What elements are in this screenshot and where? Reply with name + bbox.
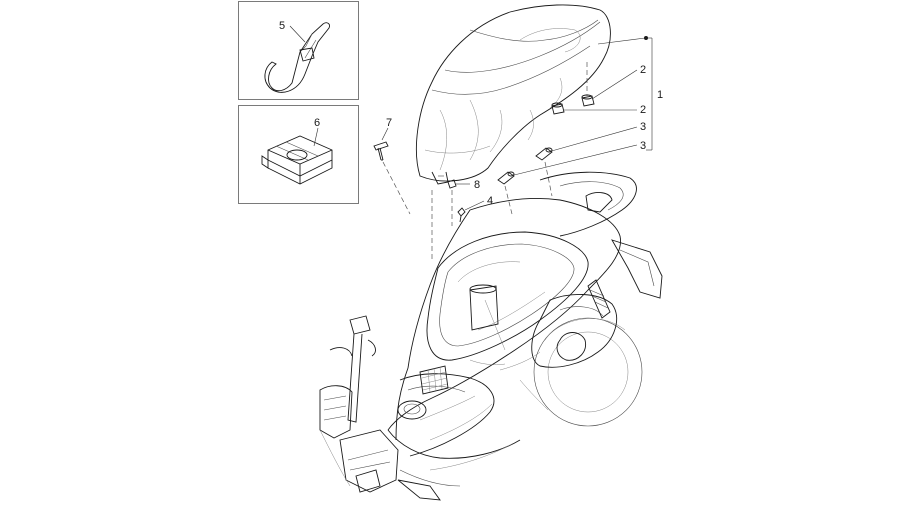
leader-7 [381,127,389,141]
callout-5: 5 [279,20,285,32]
rubber-buffer-lower [551,102,565,115]
nut-part [447,179,457,189]
callout-8: 8 [474,179,480,191]
callout-2a: 2 [640,64,646,76]
spacer-lower [497,171,515,185]
callout-1: 1 [657,89,663,101]
leader-3a [547,126,638,153]
callout-4: 4 [487,195,493,207]
spacer-upper [535,147,553,161]
leader-5 [289,25,306,43]
callout-6: 6 [314,117,320,129]
inset-box-clip [238,105,359,204]
leader-1a [597,37,646,45]
leader-3b [509,144,638,177]
screw-part [457,207,466,223]
bracket-dot [644,36,648,40]
callout-3b: 3 [640,140,646,152]
callout-7: 7 [386,117,392,129]
callout-2b: 2 [640,104,646,116]
callout-3a: 3 [640,121,646,133]
helmet-hook-part [264,22,330,93]
leader-2a [591,69,638,100]
hinge-pin-part [373,141,389,161]
leader-6 [313,127,319,147]
seat-part [415,4,611,185]
retaining-clip-part [261,135,333,185]
inset-box-helmet-hook [238,1,359,100]
rubber-buffer-upper [581,94,595,107]
leader-4 [464,200,485,211]
scooter-frame-part [319,171,663,501]
